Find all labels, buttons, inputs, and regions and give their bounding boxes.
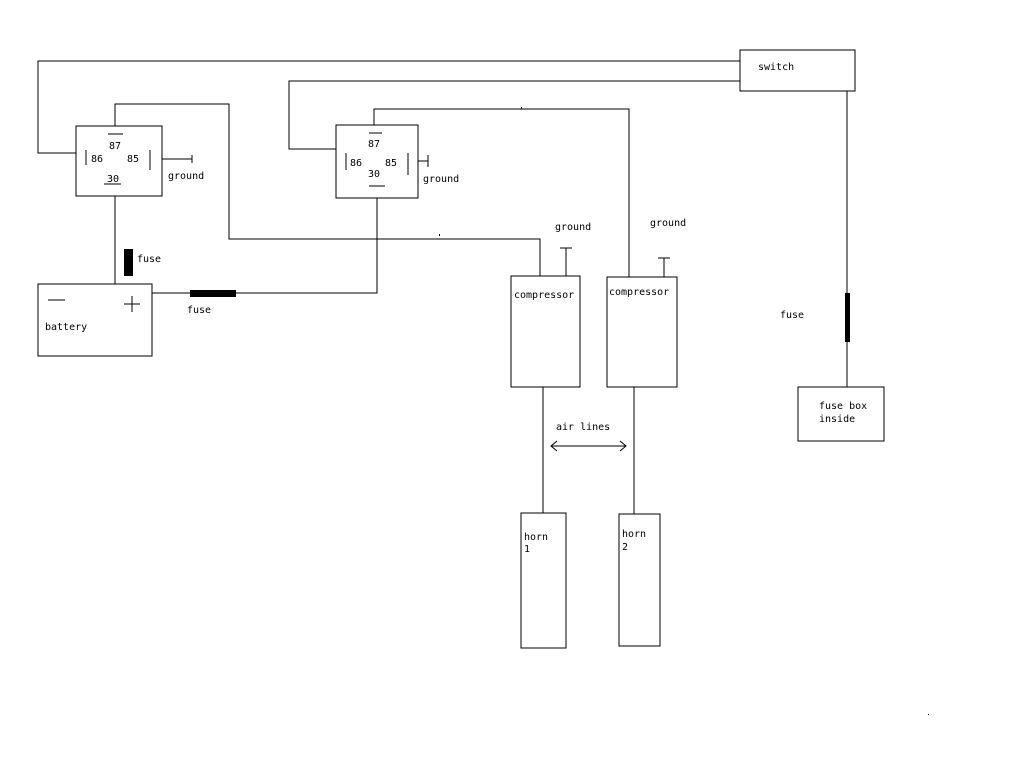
fuse-box-label-line1: fuse box [819,401,867,412]
compressor-1-ground-label: ground [555,222,591,233]
horn-2: horn 2 [618,513,661,647]
relay-1-pin-85: 85 [127,154,139,165]
fuse-box-label-line2: inside [819,414,855,425]
relay-1-pin-87: 87 [109,141,121,152]
compressor-1-label: compressor [514,290,574,301]
compressor-1-box [510,275,581,388]
fuse-switch-label: fuse [780,310,804,321]
battery-label: battery [45,322,87,333]
compressor-2-box [606,276,678,388]
relay-2-box [335,124,419,199]
fuse-battery-label: fuse [187,305,211,316]
horn-2-label-line2: 2 [622,542,628,553]
battery-box [37,283,153,357]
relay-2: 87 86 85 30 ground [335,124,459,199]
wire-switch-relay1 [37,60,740,154]
relay-1-pin-30: 30 [107,174,119,185]
stray-dot-1 [521,107,522,109]
fuse-switch-fusebox [845,293,850,342]
stray-dot-2 [439,234,440,236]
horn-1-label-line2: 1 [524,544,530,555]
relay-1: 87 86 85 30 ground [75,125,204,197]
horn-1-label-line1: horn [524,532,548,543]
switch-label: switch [758,62,794,73]
horn-1: horn 1 [520,512,567,649]
fuse-relay1-label: fuse [137,254,161,265]
compressor-1: compressor ground [510,222,591,388]
switch: switch [739,49,856,92]
relay-2-pin-87: 87 [368,139,380,150]
relay-1-ground-label: ground [168,171,204,182]
horn-2-box [618,513,661,647]
compressor-2-ground-label: ground [650,218,686,229]
fuse-battery-relay2 [190,290,236,297]
horn-1-box [520,512,567,649]
compressor-2-label: compressor [609,287,669,298]
air-lines-arrowhead-right [619,440,627,452]
relay-2-pin-86: 86 [350,158,362,169]
relay-1-box [75,125,163,197]
fuse-box-box [797,386,885,442]
air-lines-label: air lines [556,422,610,433]
wire-relay1-compressor1 [114,103,541,276]
compressor-2: compressor ground [606,218,686,388]
fuse-relay1-battery [124,249,133,276]
air-lines-arrowhead-left [550,440,558,452]
relay-2-pin-30: 30 [368,169,380,180]
relay-2-pin-85: 85 [385,158,397,169]
stray-dot-3 [928,714,929,715]
relay-2-ground-label: ground [423,174,459,185]
wire-battery-relay2 [152,198,378,294]
battery: battery [37,283,153,357]
fuse-box-inside: fuse box inside [797,386,885,442]
wire-relay2-compressor2 [373,108,630,277]
relay-1-pin-86: 86 [91,154,103,165]
switch-box [739,49,856,92]
horn-2-label-line1: horn [622,529,646,540]
wire-switch-relay2 [288,80,740,150]
